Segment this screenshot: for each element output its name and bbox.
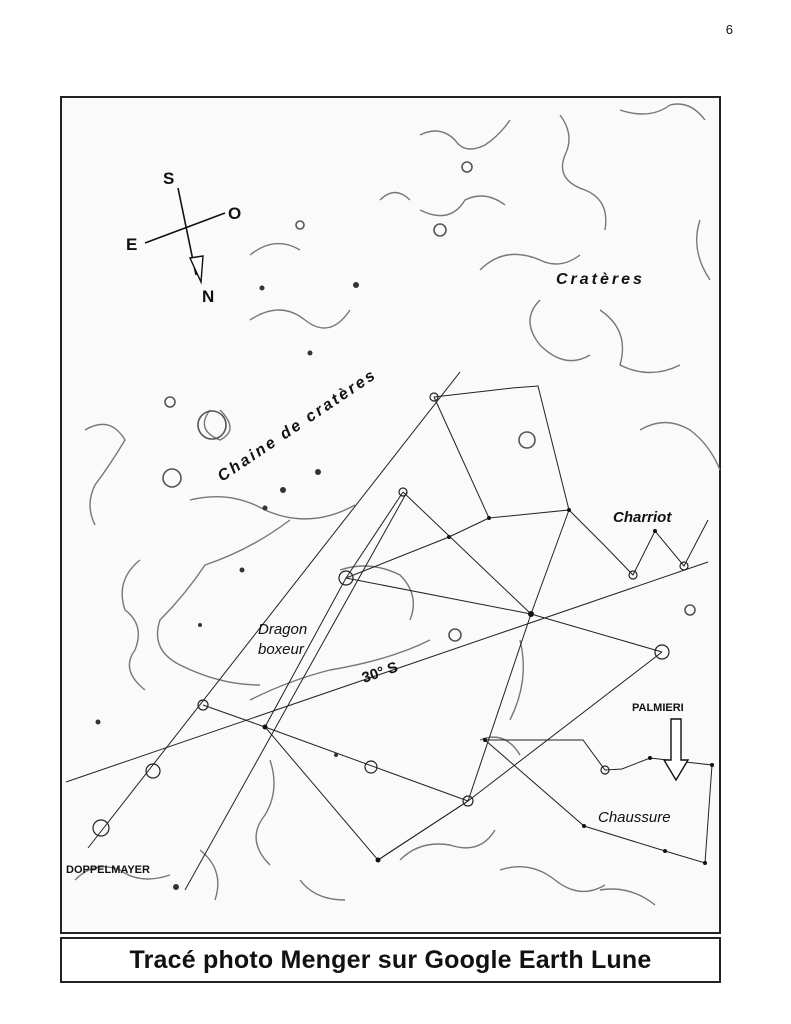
label-chaine-de-crateres: Chaine de cratères	[215, 366, 381, 485]
label-chaussure: Chaussure	[598, 809, 671, 826]
caption-title: Tracé photo Menger sur Google Earth Lune	[129, 945, 652, 974]
compass-o: O	[228, 204, 241, 223]
north-arrow-icon	[188, 255, 204, 285]
compass-e: E	[126, 235, 137, 254]
guide-line-1	[87, 371, 461, 849]
map-frame	[60, 96, 721, 934]
compass: S O E N	[126, 169, 241, 306]
star-markers	[92, 392, 714, 865]
label-crateres: Cratères	[556, 271, 645, 288]
dark-dots	[95, 282, 359, 890]
label-doppelmayer: DOPPELMAYER	[66, 864, 150, 876]
label-dragon: Dragon	[258, 621, 307, 638]
label-palmieri: PALMIERI	[632, 702, 684, 714]
caption-box: Tracé photo Menger sur Google Earth Lune	[60, 937, 721, 983]
compass-n: N	[202, 287, 214, 306]
page-number: 6	[725, 22, 733, 37]
guide-line-2	[184, 491, 408, 891]
label-charriot: Charriot	[613, 509, 672, 526]
terrain-sketch	[74, 103, 721, 906]
guide-lines	[65, 371, 709, 891]
label-boxeur: boxeur	[258, 641, 305, 658]
palmieri-arrow-icon	[662, 718, 690, 782]
compass-s: S	[163, 169, 174, 188]
latitude-line	[65, 561, 709, 783]
